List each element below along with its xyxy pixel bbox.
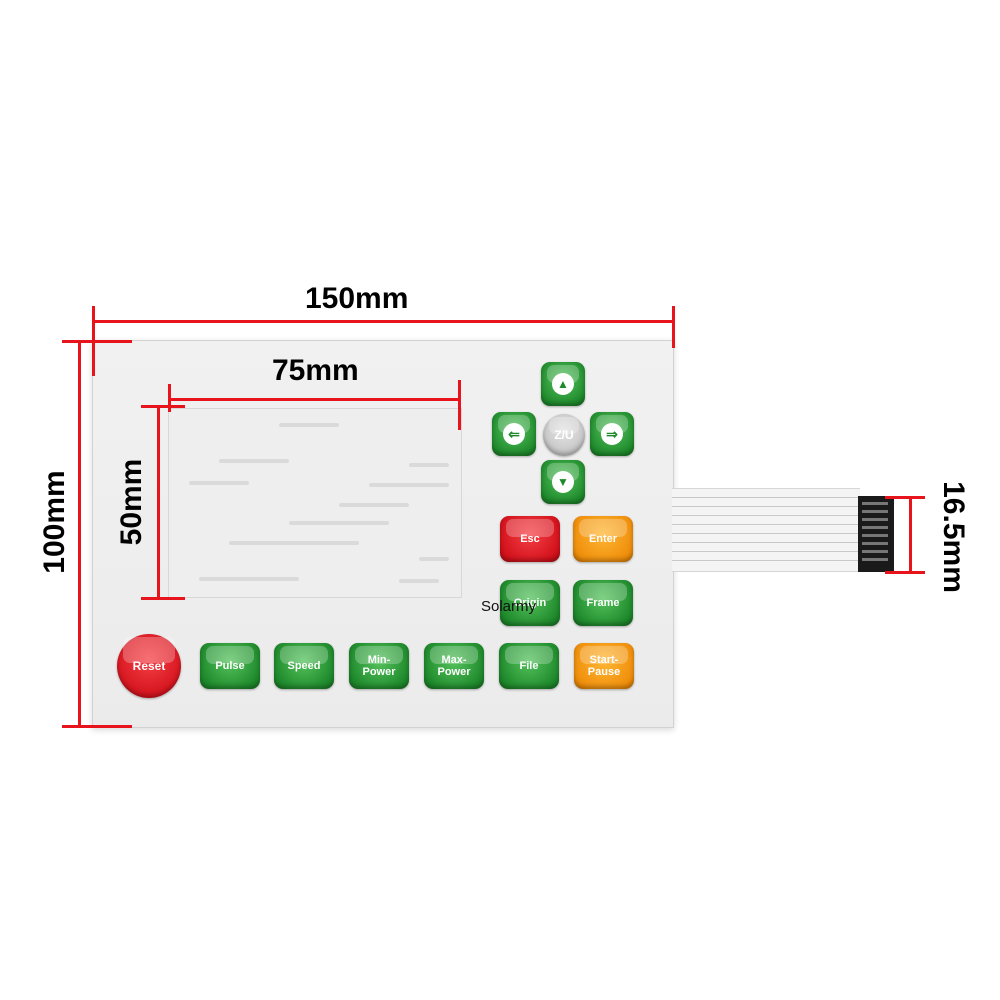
brand-label: Solarmy	[481, 598, 537, 615]
speed-button[interactable]: Speed	[274, 643, 334, 689]
dimension-tick	[458, 380, 461, 430]
dimension-tick	[141, 405, 185, 408]
lcd-text-line	[199, 577, 299, 581]
frame-button[interactable]: Frame	[573, 580, 633, 626]
dimension-label-connector: 16.5mm	[937, 481, 970, 593]
dimension-line-height	[78, 340, 81, 728]
connector-pin	[862, 534, 888, 537]
dimension-tick	[885, 571, 925, 574]
dimension-line-width	[93, 320, 675, 323]
dimension-label-screen-width: 75mm	[272, 354, 359, 387]
ribbon-connector	[858, 496, 894, 572]
lcd-text-line	[289, 521, 389, 525]
connector-pin	[862, 542, 888, 545]
connector-pin	[862, 502, 888, 505]
enter-button[interactable]: Enter	[573, 516, 633, 562]
connector-pin	[862, 558, 888, 561]
dimension-line-connector	[909, 496, 912, 574]
connector-pin	[862, 518, 888, 521]
lcd-text-line	[369, 483, 449, 487]
dimension-tick	[168, 384, 171, 412]
connector-pin	[862, 550, 888, 553]
left-arrow-icon: ⇐	[503, 423, 525, 445]
zu-button[interactable]: Z/U	[543, 414, 585, 456]
lcd-text-line	[279, 423, 339, 427]
lcd-window	[168, 408, 462, 598]
down-button[interactable]: ▼	[541, 460, 585, 504]
connector-pin	[862, 510, 888, 513]
ribbon-cable	[672, 488, 860, 572]
dimension-label-screen-height: 50mm	[115, 458, 148, 546]
dimension-tick	[62, 340, 132, 343]
up-arrow-icon: ▲	[552, 373, 574, 395]
dimension-line-screen-height	[157, 405, 160, 600]
down-arrow-icon: ▼	[552, 471, 574, 493]
ribbon-wire	[672, 542, 860, 543]
esc-button[interactable]: Esc	[500, 516, 560, 562]
dimension-label-height: 100mm	[38, 470, 71, 574]
lcd-text-line	[419, 557, 449, 561]
ribbon-wire	[672, 506, 860, 507]
left-button[interactable]: ⇐	[492, 412, 536, 456]
dimension-tick	[141, 597, 185, 600]
lcd-text-line	[339, 503, 409, 507]
ribbon-wire	[672, 497, 860, 498]
pulse-button[interactable]: Pulse	[200, 643, 260, 689]
ribbon-wire	[672, 551, 860, 552]
max-power-button[interactable]: Max- Power	[424, 643, 484, 689]
min-power-button[interactable]: Min- Power	[349, 643, 409, 689]
right-arrow-icon: ⇒	[601, 423, 623, 445]
lcd-text-line	[409, 463, 449, 467]
lcd-text-line	[219, 459, 289, 463]
connector-pin	[862, 526, 888, 529]
reset-button[interactable]: Reset	[117, 634, 181, 698]
file-button[interactable]: File	[499, 643, 559, 689]
lcd-text-line	[229, 541, 359, 545]
lcd-text-line	[399, 579, 439, 583]
start-pause-button[interactable]: Start- Pause	[574, 643, 634, 689]
dimension-label-width: 150mm	[305, 282, 409, 315]
ribbon-wire	[672, 533, 860, 534]
up-button[interactable]: ▲	[541, 362, 585, 406]
lcd-text-line	[189, 481, 249, 485]
ribbon-wire	[672, 524, 860, 525]
ribbon-wire	[672, 560, 860, 561]
dimension-tick	[672, 306, 675, 348]
dimension-tick	[62, 725, 132, 728]
ribbon-wire	[672, 515, 860, 516]
origin-button[interactable]: Origin	[500, 580, 560, 626]
dimension-tick	[885, 496, 925, 499]
right-button[interactable]: ⇒	[590, 412, 634, 456]
dimension-line-screen-width	[168, 398, 461, 401]
